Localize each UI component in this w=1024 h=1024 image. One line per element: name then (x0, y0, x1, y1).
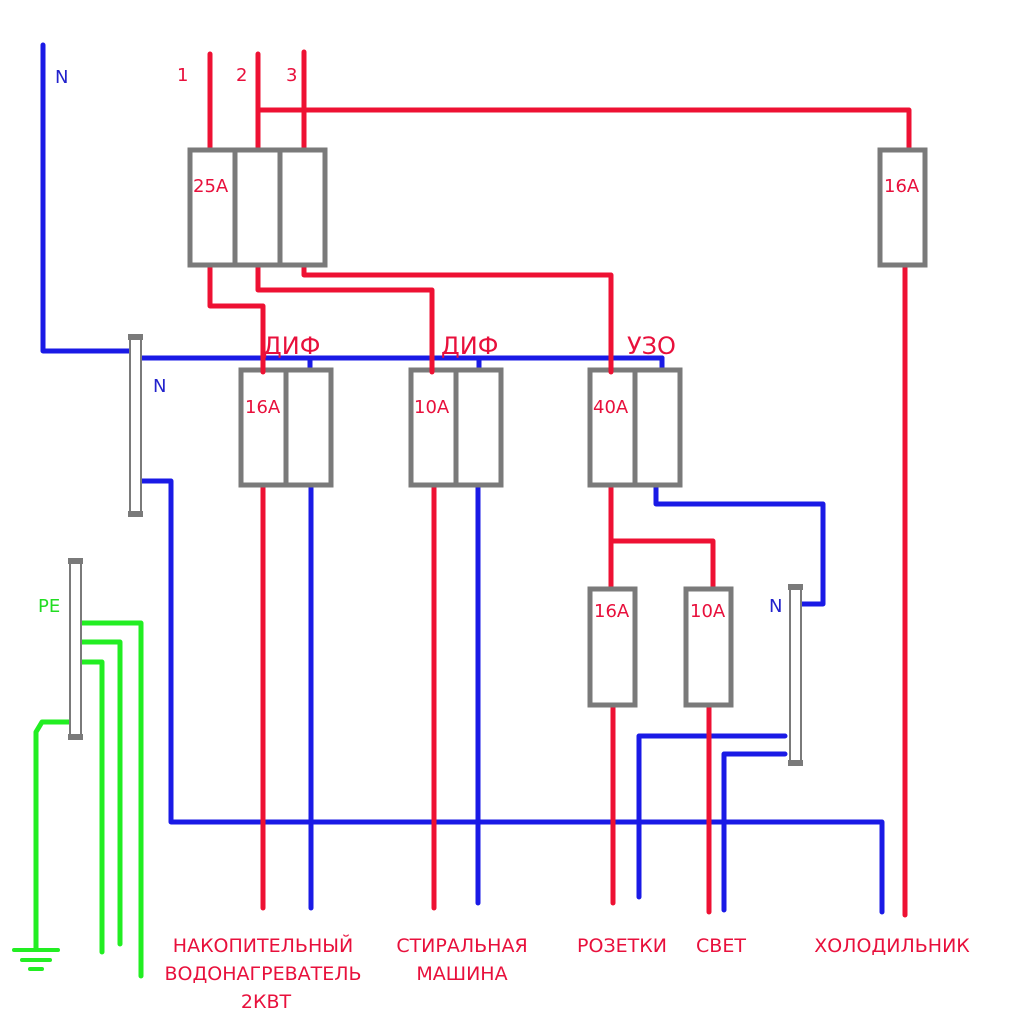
phase-entry-stubs (260, 357, 614, 375)
fridge-breaker (877, 147, 928, 268)
phase-to-fridge-breaker (255, 107, 912, 153)
neutral-busbar-secondary (788, 584, 803, 766)
neutral-uzo-to-nbar (653, 484, 826, 607)
load-sockets: РОЗЕТКИ (577, 935, 667, 957)
main-breaker-pole-3 (277, 147, 328, 268)
uzo-rating: 40A (593, 397, 629, 418)
dif2-title: ДИФ (441, 332, 498, 360)
dif2-pole-l (408, 367, 459, 488)
load-washer-line1: СТИРАЛЬНАЯ (396, 935, 527, 957)
neutral-light-wire (721, 751, 788, 913)
pe-out-2 (79, 639, 123, 947)
phase3-label: 3 (286, 65, 297, 86)
dif1-pole-l (238, 367, 289, 488)
neutral-busbar-main (128, 334, 143, 517)
neutral-sockets-wire (636, 733, 788, 900)
dif1-pole-n (283, 367, 334, 488)
sockets-breaker-rating: 16A (594, 601, 630, 622)
uzo-title: УЗО (627, 332, 676, 360)
load-heater-line2: ВОДОНАГРЕВАТЕЛЬ (164, 963, 361, 985)
breaker-boxes (187, 147, 928, 708)
dif1-rating: 16A (245, 397, 281, 418)
pe-busbar (68, 558, 83, 740)
phase-wires (207, 49, 912, 918)
light-breaker (683, 586, 734, 708)
phase1-to-dif1 (207, 262, 266, 373)
neutral-input-label: N (55, 67, 68, 88)
phase2-label: 2 (236, 65, 247, 86)
main-breaker-rating: 25A (193, 176, 229, 197)
earth-wires (33, 620, 144, 979)
sockets-breaker (587, 586, 638, 708)
text-labels: N 1 2 3 25A 16A ДИФ ДИФ УЗО 16A 10A 40A … (38, 65, 970, 1013)
uzo-pole-l (587, 367, 638, 488)
pe-out-3 (79, 659, 105, 955)
pe-out-1 (79, 620, 144, 979)
phase3-to-uzo (301, 262, 614, 373)
load-heater-line1: НАКОПИТЕЛЬНЫЙ (173, 934, 353, 957)
neutral-input-wire (40, 42, 137, 354)
phase1-label: 1 (177, 65, 188, 86)
uzo-pole-n (632, 367, 683, 488)
neutral-busbar-secondary-label: N (769, 596, 782, 617)
neutral-wires (40, 42, 885, 915)
phase2-to-dif2 (255, 262, 435, 373)
load-fridge: ХОЛОДИЛЬНИК (814, 935, 970, 957)
fridge-breaker-rating: 16A (884, 176, 920, 197)
pe-to-ground-wire (33, 719, 74, 951)
dif2-rating: 10A (414, 397, 450, 418)
phase-uzo-to-light (608, 538, 716, 592)
neutral-busbar-main-label: N (153, 376, 166, 397)
ground-symbol-icon (12, 948, 60, 971)
light-breaker-rating: 10A (690, 601, 726, 622)
load-washer-line2: МАШИНА (416, 963, 507, 985)
neutral-fridge-wire (137, 478, 885, 915)
load-heater-line3: 2КВТ (241, 991, 292, 1013)
main-breaker-pole-2 (232, 147, 283, 268)
dif1-title: ДИФ (263, 332, 320, 360)
dif2-pole-n (453, 367, 504, 488)
load-light: СВЕТ (696, 935, 746, 957)
main-breaker-pole-1 (187, 147, 238, 268)
pe-busbar-label: PE (38, 596, 60, 617)
